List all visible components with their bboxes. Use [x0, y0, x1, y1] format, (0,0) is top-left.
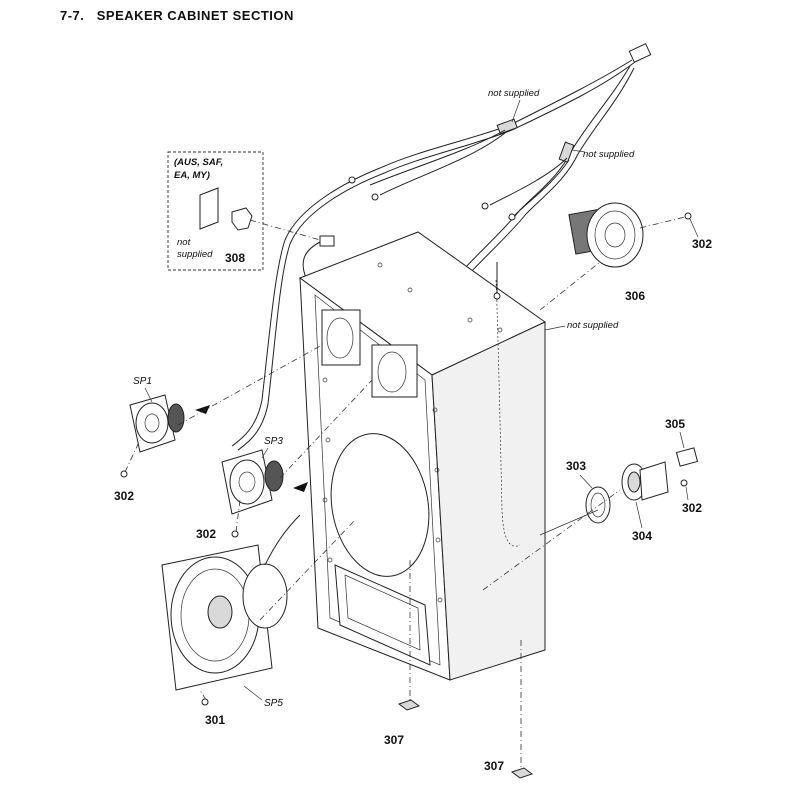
region-variant-box: (AUS, SAF, EA, MY) not supplied 308 — [167, 151, 321, 271]
harness-connector-top — [628, 43, 652, 63]
foot-307-a — [397, 699, 421, 711]
region-supplied-text: supplied — [177, 249, 213, 260]
part-305: 305 — [665, 417, 685, 431]
part-304: 304 — [632, 529, 652, 543]
ring-303 — [585, 486, 611, 524]
part-302-d: 302 — [682, 501, 702, 515]
label-sp1: SP1 — [133, 376, 152, 387]
part-303: 303 — [566, 459, 586, 473]
region-text-1: (AUS, SAF, — [174, 157, 223, 168]
label-not-supplied-3: not supplied — [567, 320, 619, 331]
label-not-supplied-2: not supplied — [583, 149, 635, 160]
part-302-a: 302 — [692, 237, 712, 251]
part-301: 301 — [205, 713, 225, 727]
terminal-assembly: 303 304 305 302 — [482, 417, 702, 591]
tweeter-306: 302 306 — [539, 202, 712, 311]
feet-307: 307 307 — [384, 560, 534, 779]
harness-sleeve-2 — [558, 141, 575, 163]
region-not-text: not — [177, 237, 191, 248]
label-not-supplied-1: not supplied — [488, 88, 540, 99]
part-302-c: 302 — [196, 527, 216, 541]
clamp-308 — [231, 207, 253, 231]
part-307-a: 307 — [384, 733, 404, 747]
speaker-sp3: SP3 302 — [196, 379, 373, 541]
terminal-305 — [675, 447, 699, 467]
page-title: 7-7. SPEAKER CABINET SECTION — [60, 8, 294, 23]
section-number: 7-7. — [60, 8, 85, 23]
speaker-cabinet — [298, 231, 546, 681]
mounted-driver-2 — [371, 344, 418, 398]
part-302-b: 302 — [114, 489, 134, 503]
region-text-2: EA, MY) — [174, 170, 210, 181]
speaker-sp5: SP5 301 — [161, 514, 356, 727]
harness-connector-mid — [319, 235, 335, 247]
speaker-sp1: SP1 302 — [114, 344, 323, 503]
mounted-driver-1 — [321, 309, 361, 366]
label-sheet-not-supplied — [199, 187, 219, 230]
label-sp5: SP5 — [264, 698, 283, 709]
part-307-b: 307 — [484, 759, 504, 773]
part-308: 308 — [225, 251, 245, 265]
section-title: SPEAKER CABINET SECTION — [96, 8, 294, 23]
part-306: 306 — [625, 289, 645, 303]
harness-sleeve-1 — [496, 118, 518, 135]
foot-307-b — [510, 767, 534, 779]
label-sp3: SP3 — [264, 436, 283, 447]
